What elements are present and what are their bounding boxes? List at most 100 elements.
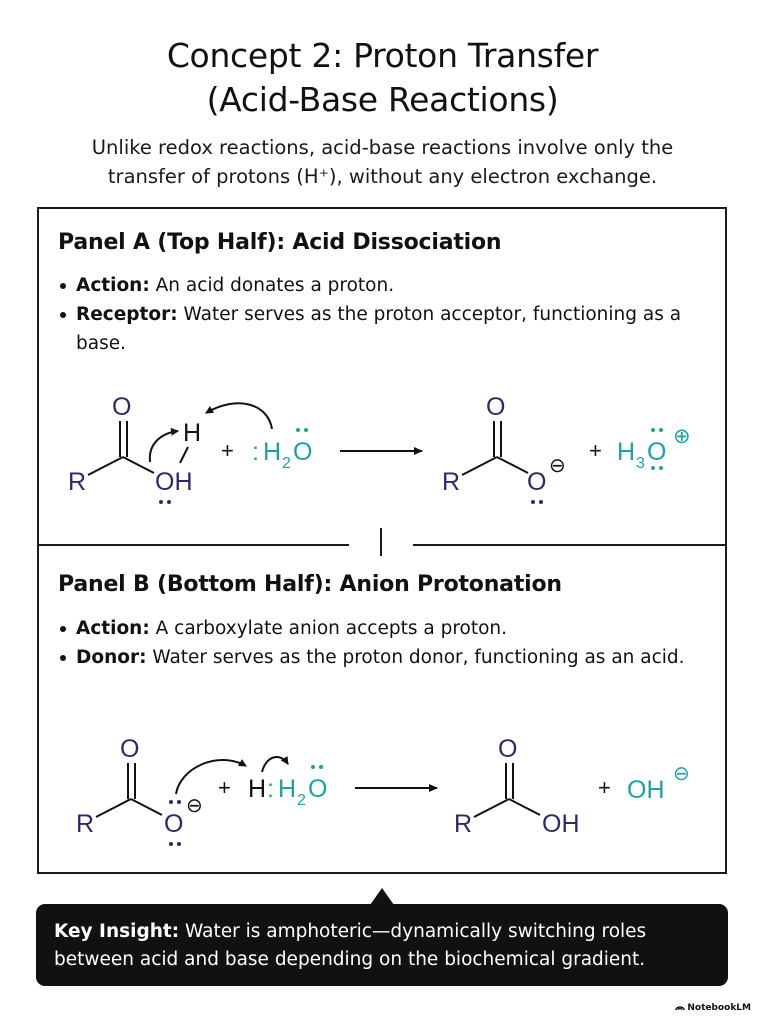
lone-pair-dot bbox=[659, 466, 663, 470]
subtitle: Unlike redox reactions, acid-base reacti… bbox=[0, 133, 765, 191]
water-molecule: : H 2 O bbox=[252, 428, 312, 472]
panel-divider-right bbox=[413, 544, 727, 546]
panels-frame bbox=[37, 207, 727, 874]
anion-r-group: R bbox=[76, 810, 94, 838]
panel-a-bullets: Action: An acid donates a proton. Recept… bbox=[58, 271, 718, 358]
lone-pair-dot bbox=[296, 428, 300, 432]
panel-b-bullets: Action: A carboxylate anion accepts a pr… bbox=[58, 614, 718, 672]
negative-charge: ⊖ bbox=[549, 455, 566, 477]
water-o: O bbox=[293, 438, 312, 466]
water-molecule: : H 2 O bbox=[267, 765, 327, 809]
curved-arrow-water-to-h bbox=[205, 402, 273, 430]
water-h: H bbox=[278, 775, 296, 803]
product-o: O bbox=[527, 468, 546, 496]
curved-arrow-o-to-h bbox=[175, 758, 247, 795]
water-o: O bbox=[308, 775, 327, 803]
panel-b-reaction-scheme: O R O ⊖ + H : H 2 O O R OH + OH ⊖ bbox=[76, 735, 690, 846]
lone-pair-dot bbox=[169, 842, 173, 846]
subtitle-line-1: Unlike redox reactions, acid-base reacti… bbox=[91, 136, 674, 159]
water-lone-pair-colon: : bbox=[267, 775, 274, 803]
bullet-text: An acid donates a proton. bbox=[149, 275, 395, 296]
bullet-text: A carboxylate anion accepts a proton. bbox=[149, 618, 508, 639]
acid-bonds bbox=[87, 421, 189, 476]
panel-b-bullet-donor: Donor: Water serves as the proton donor,… bbox=[58, 643, 718, 672]
anion-carbonyl-o: O bbox=[120, 735, 139, 763]
page-title: Concept 2: Proton Transfer (Acid-Base Re… bbox=[0, 34, 765, 122]
lone-pair-dot bbox=[659, 428, 663, 432]
product-r-group: R bbox=[442, 468, 460, 496]
insight-line-2: between acid and base depending on the b… bbox=[54, 949, 646, 970]
insight-label: Key Insight: bbox=[54, 921, 180, 942]
water-subscript: 2 bbox=[297, 792, 306, 809]
insight-text-1: Water is amphoteric—dynamically switchin… bbox=[179, 921, 647, 942]
panel-a-reaction-scheme: O R OH H + : H 2 O O R O ⊖ + bbox=[68, 393, 691, 504]
product-bonds bbox=[461, 421, 529, 476]
lone-pair-dot bbox=[531, 500, 535, 504]
panel-a-bullet-receptor: Receptor: Water serves as the proton acc… bbox=[58, 300, 718, 358]
acid-oh: OH bbox=[155, 468, 193, 496]
product-r-group: R bbox=[454, 810, 472, 838]
carboxylate-anion: O R O bbox=[76, 735, 183, 846]
bullet-label: Donor: bbox=[76, 647, 147, 668]
acid-carbonyl-o: O bbox=[112, 393, 131, 421]
bullet-label: Action: bbox=[76, 275, 150, 296]
plus-sign: + bbox=[221, 438, 234, 463]
product-bonds bbox=[473, 763, 541, 818]
bullet-label: Action: bbox=[76, 618, 150, 639]
positive-charge: ⊕ bbox=[673, 425, 691, 448]
lone-pair-dot bbox=[167, 500, 171, 504]
anion-bonds bbox=[95, 763, 163, 818]
carboxylic-acid-product: O R OH bbox=[454, 735, 580, 838]
hydroxide-charge: ⊖ bbox=[673, 763, 690, 785]
hydroxide-ion: OH bbox=[627, 776, 665, 804]
key-insight-box: Key Insight: Water is amphoteric—dynamic… bbox=[36, 904, 728, 986]
bullet-text: Water serves as the proton donor, functi… bbox=[146, 647, 685, 668]
acid-proton-h: H bbox=[183, 419, 201, 447]
lone-pair-dot bbox=[311, 765, 315, 769]
panel-divider-left bbox=[37, 544, 349, 546]
panel-b-heading: Panel B (Bottom Half): Anion Protonation bbox=[58, 572, 562, 597]
panel-divider-tick bbox=[380, 528, 382, 556]
subtitle-line-2: transfer of protons (H⁺), without any el… bbox=[107, 165, 658, 188]
curved-arrow-o-to-h bbox=[148, 427, 179, 463]
notebooklm-icon bbox=[675, 1006, 686, 1011]
lone-pair-dot bbox=[304, 428, 308, 432]
panel-a-bullet-action: Action: An acid donates a proton. bbox=[58, 271, 718, 300]
acid-r-group: R bbox=[68, 468, 86, 496]
hydronium-subscript: 3 bbox=[636, 455, 645, 472]
water-lone-pair-colon: : bbox=[252, 438, 259, 466]
negative-charge: ⊖ bbox=[186, 795, 203, 817]
curved-arrow-bond-to-water bbox=[261, 755, 289, 773]
bullet-label: Receptor: bbox=[76, 304, 178, 325]
title-line-1: Concept 2: Proton Transfer bbox=[166, 36, 599, 75]
product-oh: OH bbox=[542, 810, 580, 838]
insight-pointer bbox=[370, 888, 394, 905]
product-carbonyl-o: O bbox=[498, 735, 517, 763]
bullet-text: Water serves as the proton acceptor, fun… bbox=[76, 304, 682, 354]
anion-o: O bbox=[164, 810, 183, 838]
lone-pair-dot bbox=[651, 466, 655, 470]
brand-name: NotebookLM bbox=[687, 1003, 751, 1013]
plus-sign: + bbox=[598, 775, 611, 800]
product-carbonyl-o: O bbox=[486, 393, 505, 421]
lone-pair-dot bbox=[539, 500, 543, 504]
title-line-2: (Acid-Base Reactions) bbox=[206, 80, 559, 119]
carboxylate-product: O R O bbox=[442, 393, 546, 504]
carboxylic-acid: O R OH bbox=[68, 393, 193, 504]
water-subscript: 2 bbox=[282, 455, 291, 472]
panel-a-heading: Panel A (Top Half): Acid Dissociation bbox=[58, 230, 502, 255]
lone-pair-dot bbox=[177, 800, 181, 804]
plus-sign: + bbox=[218, 775, 231, 800]
lone-pair-dot bbox=[177, 842, 181, 846]
insight-line-1: Key Insight: Water is amphoteric—dynamic… bbox=[54, 918, 710, 946]
lone-pair-dot bbox=[651, 428, 655, 432]
water-h: H bbox=[263, 438, 281, 466]
brand-watermark: NotebookLM bbox=[675, 1003, 751, 1013]
lone-pair-dot bbox=[169, 800, 173, 804]
plus-sign: + bbox=[589, 438, 602, 463]
hydronium-o: O bbox=[647, 438, 666, 466]
hydronium-h: H bbox=[617, 438, 635, 466]
panel-b-bullet-action: Action: A carboxylate anion accepts a pr… bbox=[58, 614, 718, 643]
hydronium-ion: H 3 O ⊕ bbox=[617, 425, 691, 472]
water-proton-h: H bbox=[248, 775, 266, 803]
